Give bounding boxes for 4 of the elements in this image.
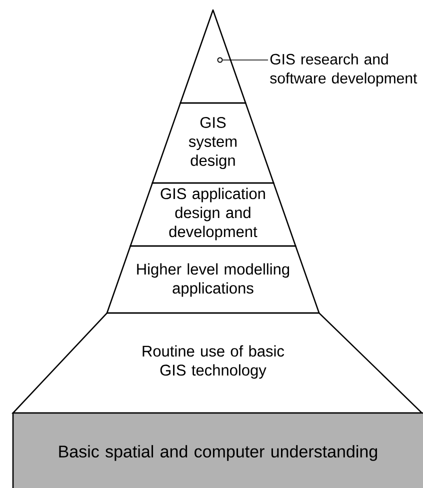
base-box: Basic spatial and computer understanding bbox=[12, 412, 423, 488]
pyramid-apex bbox=[180, 9, 246, 104]
callout-text: GIS research and software development bbox=[270, 54, 418, 86]
pyramid-tier: Higher level modelling applications bbox=[106, 245, 320, 314]
